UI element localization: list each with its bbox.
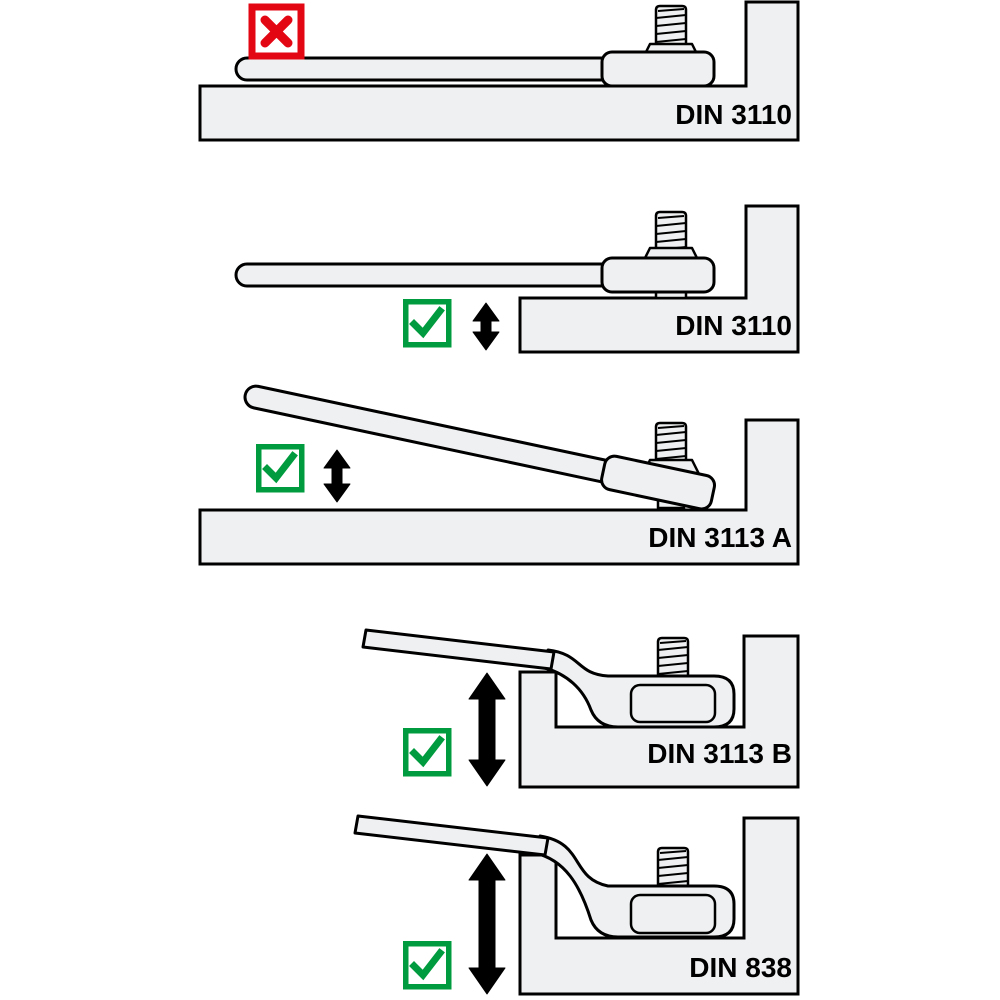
workpiece [518,204,800,354]
panel-2-din-3110-correct: DIN 3110 [234,204,800,354]
panel-4-din-3113b-correct: DIN 3113 B [361,628,800,789]
din-standard-label: DIN 838 [689,952,792,983]
panel-5-din-838-correct: DIN 838 [353,814,800,996]
nut-illustration [629,893,717,935]
clearance-arrow-icon [472,302,500,351]
workpiece [198,418,800,566]
clearance-arrow-icon [468,853,506,995]
check-icon [406,731,449,774]
open-end-wrench-illustration [234,256,716,294]
din-standard-label: DIN 3113 A [648,522,792,553]
angled-wrench-illustration [240,376,718,513]
clearance-arrow-icon [323,449,351,503]
check-icon [406,944,449,987]
workpiece-with-deep-recess [518,816,800,996]
workpiece-with-recess [518,634,800,789]
workpiece [198,0,800,142]
check-icon [259,447,302,490]
open-end-wrench-illustration [234,50,716,88]
din-standard-label: DIN 3110 [675,99,792,130]
panel-1-din-3110-wrong: DIN 3110 [198,0,800,142]
wrench-handle [361,628,556,671]
din-standard-label: DIN 3113 B [647,738,792,769]
clearance-arrow-icon [468,672,506,787]
check-icon [406,302,449,345]
wrench-handle [353,814,550,857]
cross-icon [252,7,301,56]
panel-3-din-3113a-correct: DIN 3113 A [198,376,800,566]
nut-illustration [629,683,717,724]
din-standard-label: DIN 3110 [675,310,792,341]
